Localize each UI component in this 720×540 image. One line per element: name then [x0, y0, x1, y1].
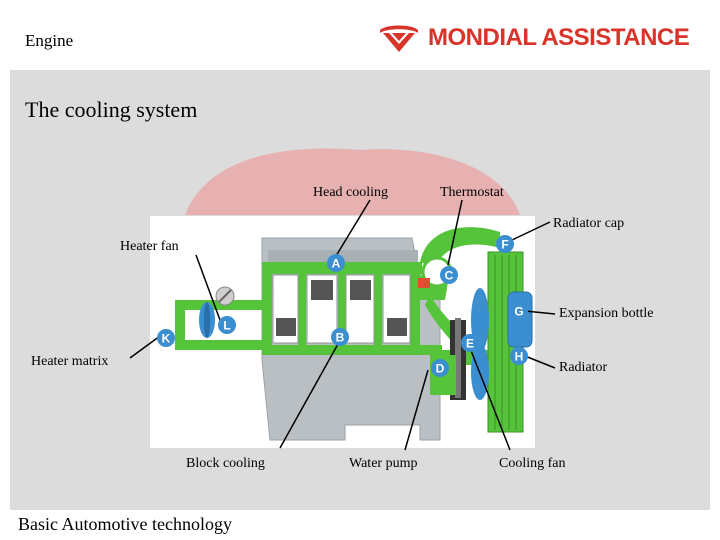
leader-lines	[129, 199, 556, 451]
label-cooling-fan: Cooling fan	[499, 456, 566, 471]
fan-arc-shape	[185, 148, 520, 215]
cylinder-wall-4	[410, 270, 420, 350]
svg-text:B: B	[336, 331, 345, 345]
marker-G: G	[510, 302, 528, 320]
cylinder-wall-2	[338, 270, 346, 350]
left-jacket	[262, 262, 272, 352]
marker-B: B	[331, 328, 349, 346]
marker-E: E	[461, 334, 479, 352]
svg-text:H: H	[515, 350, 524, 364]
svg-text:C: C	[445, 269, 454, 283]
logo: MONDIAL ASSISTANCE	[378, 22, 703, 54]
marker-D: D	[431, 359, 449, 377]
label-water-pump: Water pump	[349, 456, 418, 471]
heater-hose-upper	[175, 300, 262, 350]
pistons	[276, 280, 407, 336]
marker-H: H	[510, 347, 528, 365]
thermostat-valve	[418, 278, 430, 288]
logo-text: MONDIAL ASSISTANCE	[428, 24, 690, 51]
label-heater-fan: Heater fan	[120, 239, 179, 254]
label-thermostat: Thermostat	[440, 185, 504, 200]
block-lower-passage	[262, 345, 442, 355]
mondial-assistance-logo-icon	[380, 25, 418, 52]
label-block-cooling: Block cooling	[186, 456, 265, 471]
label-expansion-bottle: Expansion bottle	[559, 306, 654, 321]
header-title: Engine	[25, 31, 74, 50]
marker-L: L	[218, 316, 236, 334]
svg-text:L: L	[223, 319, 230, 333]
label-radiator-cap: Radiator cap	[553, 216, 625, 231]
label-head-cooling: Head cooling	[313, 185, 389, 200]
marker-F: F	[496, 235, 514, 253]
marker-A-text: A	[332, 257, 341, 271]
cylinder-wall-1	[298, 270, 306, 350]
label-heater-matrix: Heater matrix	[31, 354, 109, 369]
label-radiator: Radiator	[559, 360, 608, 375]
marker-K: K	[157, 329, 175, 347]
svg-text:D: D	[436, 362, 445, 376]
cylinder-wall-3	[374, 270, 382, 350]
svg-text:E: E	[466, 337, 474, 351]
marker-C: C	[440, 266, 458, 284]
svg-text:K: K	[162, 332, 171, 346]
marker-A: A	[327, 254, 345, 272]
svg-text:F: F	[501, 238, 508, 252]
svg-text:G: G	[514, 305, 523, 319]
footer-text: Basic Automotive technology	[18, 514, 232, 534]
thermostat-housing	[415, 262, 450, 300]
slide-title: The cooling system	[25, 97, 198, 122]
